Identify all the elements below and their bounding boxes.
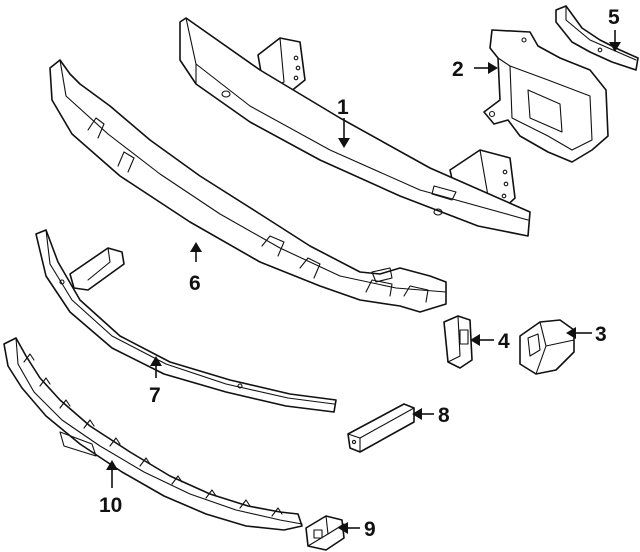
callout-6: 6 <box>189 272 201 295</box>
part-3-bracket[interactable] <box>519 319 575 375</box>
part-6-energy-absorber[interactable] <box>49 59 447 313</box>
callout-2: 2 <box>452 58 464 81</box>
callout-8: 8 <box>438 404 450 427</box>
part-4-small-bracket[interactable] <box>443 315 473 369</box>
callout-9: 9 <box>364 518 376 541</box>
callout-labels: 1 2 3 4 5 6 7 8 9 10 <box>99 6 620 541</box>
callout-4: 4 <box>498 330 510 353</box>
part-8-block[interactable] <box>347 403 415 453</box>
callout-1: 1 <box>337 96 349 119</box>
callout-7: 7 <box>149 384 161 407</box>
part-1-reinforcement-bar[interactable] <box>179 17 531 237</box>
callout-5: 5 <box>608 6 620 29</box>
part-2-bracket[interactable] <box>483 29 609 163</box>
callout-leaders <box>106 30 621 534</box>
part-5-bracket-strip[interactable] <box>555 5 639 71</box>
part-9-clip[interactable] <box>305 515 345 551</box>
part-10-lower-deflector[interactable] <box>3 337 303 531</box>
part-7-lower-support[interactable] <box>35 229 337 413</box>
callout-10: 10 <box>99 494 122 517</box>
callout-3: 3 <box>595 323 607 346</box>
